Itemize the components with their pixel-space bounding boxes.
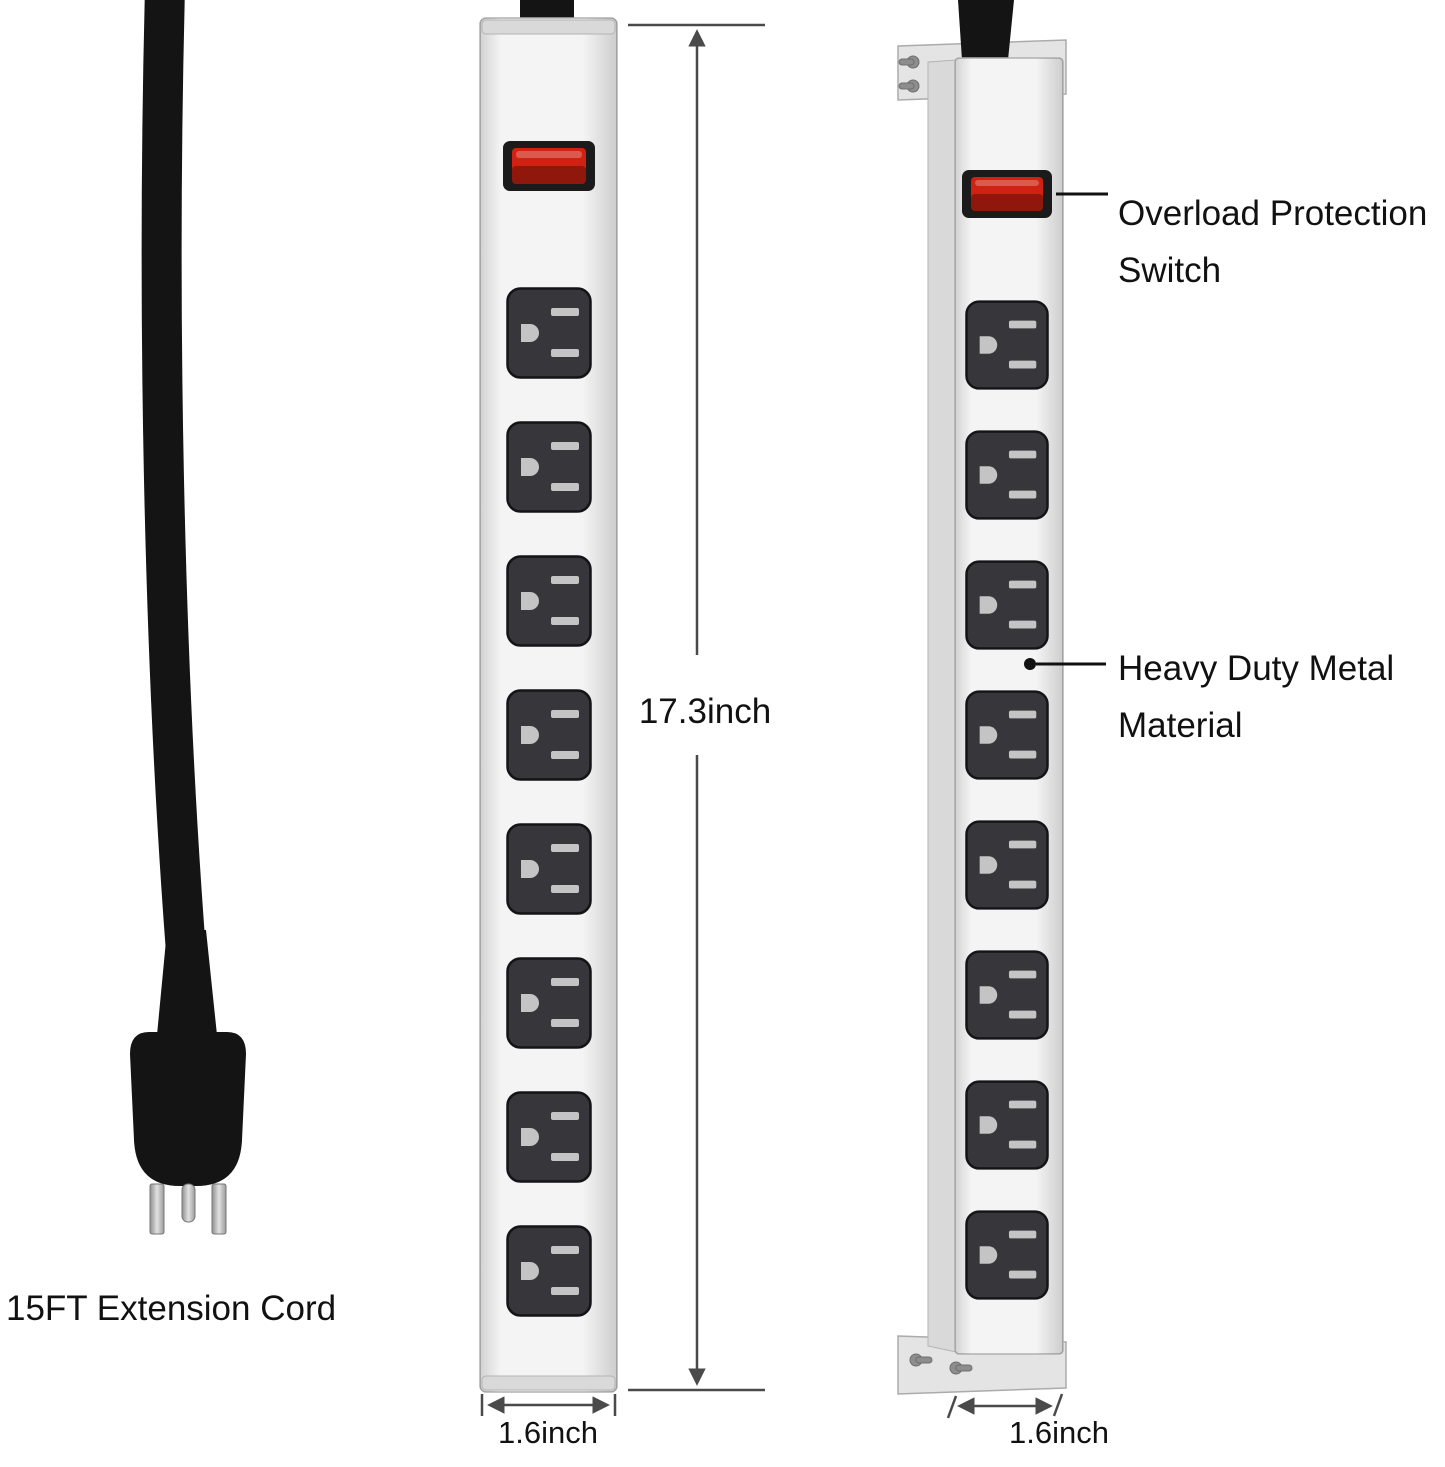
outlet — [965, 430, 1049, 520]
strip-cord-stub — [958, 0, 1014, 60]
width-dimension-front — [480, 1394, 617, 1416]
material-callout-dot — [1024, 658, 1036, 670]
extension-cord — [141, 0, 206, 972]
outlet — [965, 950, 1049, 1040]
front-width-label: 1.6inch — [498, 1415, 598, 1450]
outlet — [506, 823, 592, 915]
outlet — [506, 1091, 592, 1183]
outlet — [506, 421, 592, 513]
overload-switch-label: Overload Protection Switch — [1118, 194, 1428, 290]
power-strip-side-view — [897, 0, 1067, 1395]
power-plug — [130, 930, 246, 1235]
outlet — [506, 287, 592, 379]
material-label: Heavy Duty Metal Material — [1118, 649, 1395, 745]
outlet — [965, 820, 1049, 910]
extension-cord-label: 15FT Extension Cord — [6, 1289, 337, 1328]
power-switch — [503, 141, 595, 191]
strip-length-label: 17.3inch — [638, 692, 772, 731]
outlet — [506, 1225, 592, 1317]
length-dimension — [628, 23, 765, 1392]
outlet — [506, 957, 592, 1049]
plug-prong — [211, 1183, 227, 1235]
outlet — [965, 560, 1049, 650]
width-dimension-side — [946, 1393, 1064, 1419]
outlet — [965, 1210, 1049, 1300]
outlet — [506, 555, 592, 647]
power-strip-front-view — [479, 0, 618, 1393]
outlet — [506, 689, 592, 781]
overload-protection-switch — [962, 170, 1052, 218]
outlet — [965, 690, 1049, 780]
side-width-label: 1.6inch — [1009, 1415, 1109, 1450]
outlet — [965, 1080, 1049, 1170]
plug-ground-pin — [181, 1183, 196, 1223]
outlet — [965, 300, 1049, 390]
plug-prong — [149, 1183, 165, 1235]
